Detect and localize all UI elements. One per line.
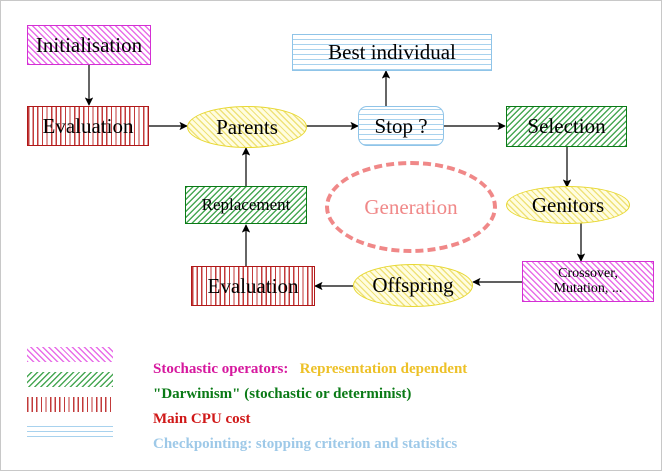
legend-text-primary: Stochastic operators: xyxy=(153,361,289,377)
legend-text-secondary: Representation dependent xyxy=(299,361,468,377)
legend-label-stochastic-operators: Stochastic operators: Representation dep… xyxy=(123,344,467,395)
legend-row: Checkpointing: stopping criterion and st… xyxy=(1,419,661,452)
generation-label: Generation xyxy=(364,194,458,219)
node-crossover-mutation[interactable]: Crossover, Mutation, ... xyxy=(522,261,654,302)
legend-text-primary: Main CPU cost xyxy=(153,411,251,427)
node-stop-label: Stop ? xyxy=(374,113,428,138)
node-evaluation-top-label: Evaluation xyxy=(42,113,134,138)
node-genitors[interactable]: Genitors xyxy=(506,186,630,224)
node-evaluation-top[interactable]: Evaluation xyxy=(27,106,149,146)
node-parents[interactable]: Parents xyxy=(187,106,307,148)
node-best-individual[interactable]: Best individual xyxy=(292,34,492,71)
node-offspring-label: Offspring xyxy=(372,273,454,298)
node-replacement[interactable]: Replacement xyxy=(185,186,307,224)
node-selection-label: Selection xyxy=(527,114,606,139)
legend-text-primary: "Darwinism" (stochastic or determinist) xyxy=(153,386,412,402)
node-crossover-mutation-label: Crossover, Mutation, ... xyxy=(553,265,623,296)
legend-text-primary: Checkpointing: stopping criterion and st… xyxy=(153,436,458,452)
node-parents-label: Parents xyxy=(216,114,278,139)
legend-swatch-main-cpu-cost xyxy=(27,397,113,412)
legend: Stochastic operators: Representation dep… xyxy=(1,344,661,452)
node-initialisation[interactable]: Initialisation xyxy=(27,25,151,65)
legend-swatch-checkpointing xyxy=(27,422,113,437)
legend-swatch-darwinism xyxy=(27,372,113,387)
legend-label-main-cpu-cost: Main CPU cost xyxy=(123,394,251,445)
node-stop[interactable]: Stop ? xyxy=(358,106,444,146)
legend-row: Main CPU cost xyxy=(1,394,661,427)
node-offspring[interactable]: Offspring xyxy=(353,264,473,307)
generation-region: Generation xyxy=(325,161,497,253)
legend-label-checkpointing: Checkpointing: stopping criterion and st… xyxy=(123,419,457,470)
legend-row: "Darwinism" (stochastic or determinist) xyxy=(1,369,661,402)
node-evaluation-bottom-label: Evaluation xyxy=(207,273,299,298)
node-selection[interactable]: Selection xyxy=(506,106,627,147)
node-best-individual-label: Best individual xyxy=(328,40,456,65)
node-genitors-label: Genitors xyxy=(531,192,605,217)
legend-label-darwinism: "Darwinism" (stochastic or determinist) xyxy=(123,369,411,420)
legend-swatch-stochastic-operators xyxy=(27,347,113,362)
node-replacement-label: Replacement xyxy=(201,195,291,215)
legend-row: Stochastic operators: Representation dep… xyxy=(1,344,661,377)
node-initialisation-label: Initialisation xyxy=(35,32,143,57)
node-evaluation-bottom[interactable]: Evaluation xyxy=(191,266,315,306)
